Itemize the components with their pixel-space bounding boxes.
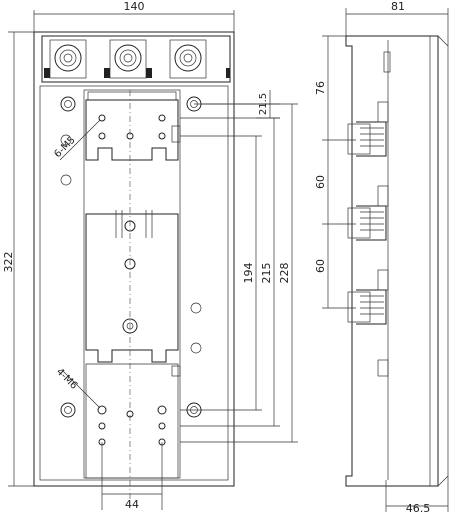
dim-194-label: 194 bbox=[242, 263, 255, 284]
top-bar bbox=[87, 91, 177, 101]
dim-depth-label: 81 bbox=[391, 0, 405, 13]
side-terminal-2 bbox=[347, 185, 389, 241]
dim-bottom-label: 44 bbox=[125, 498, 139, 511]
middle-clamp bbox=[85, 213, 179, 363]
dim-60b-label: 60 bbox=[314, 259, 327, 273]
dim-60a-label: 60 bbox=[314, 175, 327, 189]
terminal-1 bbox=[44, 39, 87, 79]
terminal-block bbox=[41, 35, 231, 83]
m5-label: 6-M5 bbox=[52, 135, 77, 160]
dim-height-label: 322 bbox=[2, 252, 15, 273]
dim-width-label: 140 bbox=[124, 0, 145, 13]
terminal-2 bbox=[104, 39, 152, 79]
dim-46-5-label: 46.5 bbox=[406, 502, 431, 515]
side-terminal-3 bbox=[347, 269, 389, 325]
dim-76-label: 76 bbox=[314, 81, 327, 95]
side-terminal-1 bbox=[347, 101, 389, 157]
m5-leader bbox=[59, 119, 101, 161]
m6-label: 4-M6 bbox=[54, 366, 79, 391]
dim-215-label: 215 bbox=[260, 263, 273, 284]
front-outer-outline bbox=[33, 31, 235, 487]
side-outline bbox=[345, 35, 439, 487]
dim-21-5-label: 21.5 bbox=[258, 93, 269, 115]
side-dimensions bbox=[322, 8, 449, 512]
front-view bbox=[33, 31, 235, 500]
terminal-3 bbox=[169, 39, 230, 79]
m6-leader bbox=[61, 369, 101, 409]
lower-clamp bbox=[85, 363, 179, 479]
m6-holes bbox=[97, 405, 167, 446]
upper-clamp bbox=[85, 99, 179, 161]
m5-holes bbox=[98, 114, 166, 334]
front-dimensions bbox=[8, 10, 298, 510]
dim-228-label: 228 bbox=[278, 263, 291, 284]
front-inner-frame bbox=[39, 85, 229, 481]
side-view bbox=[345, 35, 449, 487]
